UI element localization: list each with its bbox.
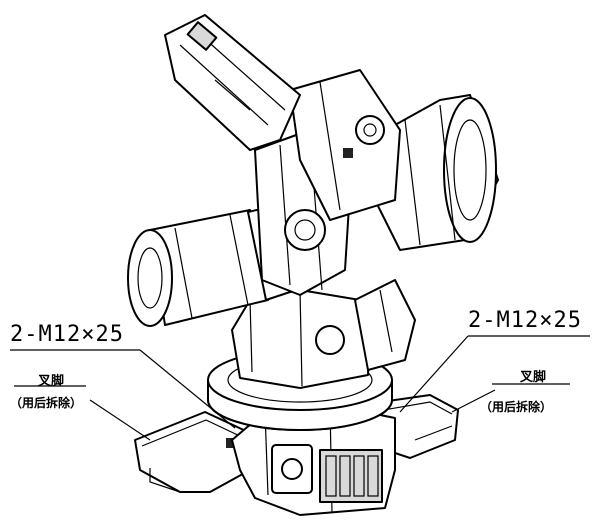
right-bolt-leader-diag xyxy=(399,335,469,413)
left-fork-foot xyxy=(134,411,251,493)
forearm xyxy=(289,69,401,221)
left-bolt-leader-diag xyxy=(139,349,236,429)
shoulder xyxy=(231,279,416,389)
right-foot-leader xyxy=(451,389,496,413)
end-effector xyxy=(164,14,301,151)
right-part-name: 叉脚 xyxy=(520,370,547,385)
right-removal-note: （用后拆除） xyxy=(480,400,553,414)
left-foot-leader xyxy=(89,399,151,441)
right-bolt-spec: 2-M12×25 xyxy=(468,308,582,333)
left-part-name: 叉脚 xyxy=(38,374,65,389)
left-bolt-spec: 2-M12×25 xyxy=(10,322,124,347)
leader-lines xyxy=(10,335,590,441)
left-removal-note: （用后拆除） xyxy=(10,396,83,410)
